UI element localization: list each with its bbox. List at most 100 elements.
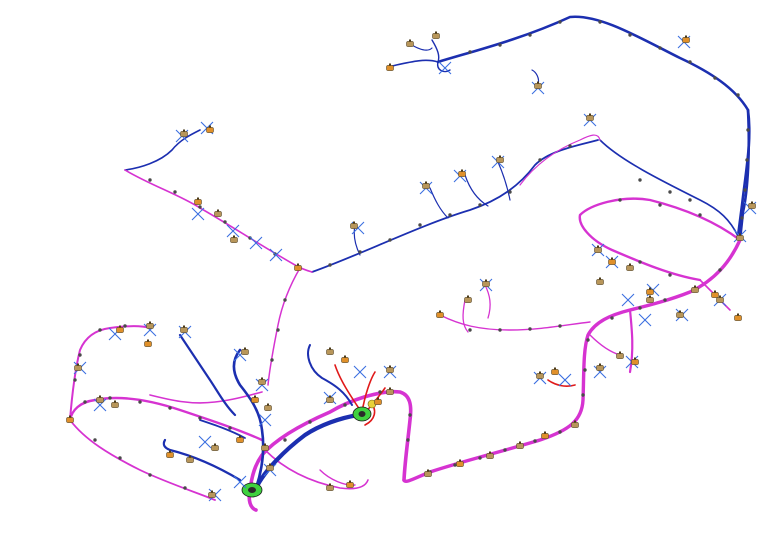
harness-clip (638, 260, 642, 264)
harness-connector (422, 181, 430, 189)
harness-connector (251, 395, 259, 403)
harness-connector (486, 451, 494, 459)
cross-marker (438, 61, 452, 75)
blue-center-drop-2 (429, 187, 449, 219)
harness-clip (198, 416, 202, 420)
harness-clip (558, 430, 562, 434)
harness-connector (66, 415, 74, 423)
harness-connector (586, 113, 594, 121)
cross-marker (226, 224, 240, 238)
blue-front-dash (178, 333, 237, 417)
harness-clip (558, 324, 562, 328)
harness-clip (533, 439, 537, 443)
blue-center-drop-3 (464, 174, 489, 207)
harness-clip (453, 463, 457, 467)
cross-marker (269, 248, 283, 262)
cross-marker (255, 378, 269, 392)
magenta-center-right-rise-2 (484, 284, 491, 319)
harness-connector (406, 39, 414, 47)
harness-connector (551, 367, 559, 375)
harness-clip (746, 128, 750, 132)
harness-clip (78, 353, 82, 357)
harness-connector (236, 435, 244, 443)
harness-clip (658, 203, 662, 207)
magenta-front-center (264, 449, 369, 490)
harness-clip (168, 406, 172, 410)
magenta-rear-loop (402, 238, 742, 483)
blue-front-upper (232, 348, 265, 490)
blue-front-dash-2 (199, 419, 246, 439)
harness-connector (144, 339, 152, 347)
harness-connector (571, 420, 579, 428)
harness-clip (498, 328, 502, 332)
junction-hub-front (241, 482, 263, 498)
harness-connector (241, 347, 249, 355)
harness-clip (378, 390, 382, 394)
harness-clip (468, 50, 472, 54)
red-wire-1 (334, 364, 361, 411)
harness-clip (503, 448, 507, 452)
harness-connector (541, 431, 549, 439)
harness-clip (408, 413, 412, 417)
harness-clip (736, 93, 740, 97)
harness-clip (228, 426, 232, 430)
harness-connector (646, 287, 654, 295)
harness-clip (448, 213, 452, 217)
harness-clip (586, 338, 590, 342)
harness-connector (616, 351, 624, 359)
harness-connector (208, 490, 216, 498)
magenta-upper-center-link (519, 134, 601, 186)
harness-clip (668, 273, 672, 277)
harness-connector (464, 295, 472, 303)
harness-connector (631, 357, 639, 365)
harness-connector (458, 169, 466, 177)
harness-clip (138, 400, 142, 404)
harness-connector (341, 355, 349, 363)
harness-connector (346, 480, 354, 488)
harness-connector (386, 365, 394, 373)
cross-marker (233, 475, 247, 489)
harness-connector (374, 397, 382, 405)
harness-clip (173, 190, 177, 194)
harness-clip (528, 327, 532, 331)
harness-connector (456, 459, 464, 467)
harness-clip (638, 306, 642, 310)
cross-marker (638, 313, 652, 327)
blue-roof-right-drop (738, 108, 751, 242)
harness-connector (386, 63, 394, 71)
blue-front-harness-layer (162, 333, 361, 491)
harness-clip (688, 198, 692, 202)
harness-clip (283, 298, 287, 302)
magenta-floor-front (68, 396, 264, 442)
harness-clip (73, 378, 77, 382)
blue-center-drop-4 (497, 161, 511, 201)
harness-connector (96, 395, 104, 403)
harness-connector (436, 310, 444, 318)
magenta-center-right-rise (462, 299, 469, 333)
harness-clip (198, 205, 202, 209)
harness-connector (596, 363, 604, 371)
harness-clip (598, 20, 602, 24)
harness-clip (698, 213, 702, 217)
harness-connectors-layer (66, 31, 756, 498)
harness-clip (308, 420, 312, 424)
harness-connector (294, 263, 302, 271)
harness-clip (688, 60, 692, 64)
harness-clip (343, 403, 347, 407)
harness-clip (283, 438, 287, 442)
harness-connector (166, 450, 174, 458)
harness-clip (663, 298, 667, 302)
harness-clip (558, 20, 562, 24)
harness-clip (406, 438, 410, 442)
junction-hub-center (352, 406, 372, 422)
harness-connector (482, 279, 490, 287)
magenta-rear-inner (628, 308, 634, 374)
harness-clip (478, 203, 482, 207)
harness-clip (108, 396, 112, 400)
blue-rear-link (599, 139, 739, 237)
cross-marker (593, 365, 607, 379)
harness-connector (386, 387, 394, 395)
